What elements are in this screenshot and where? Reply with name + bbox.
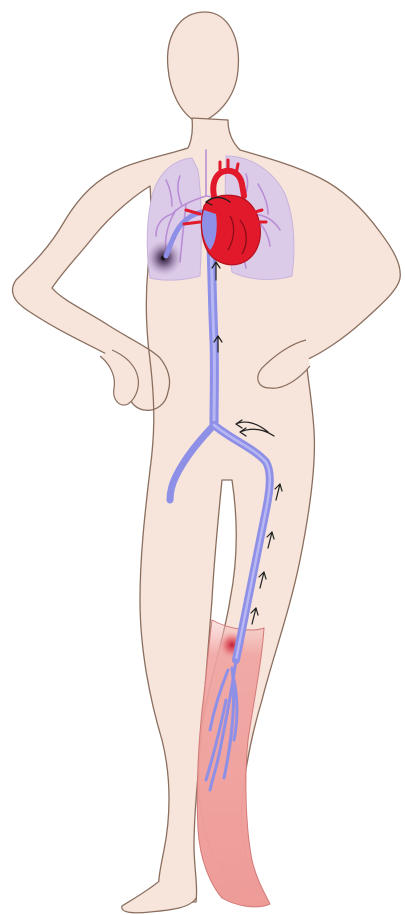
head	[168, 12, 239, 122]
